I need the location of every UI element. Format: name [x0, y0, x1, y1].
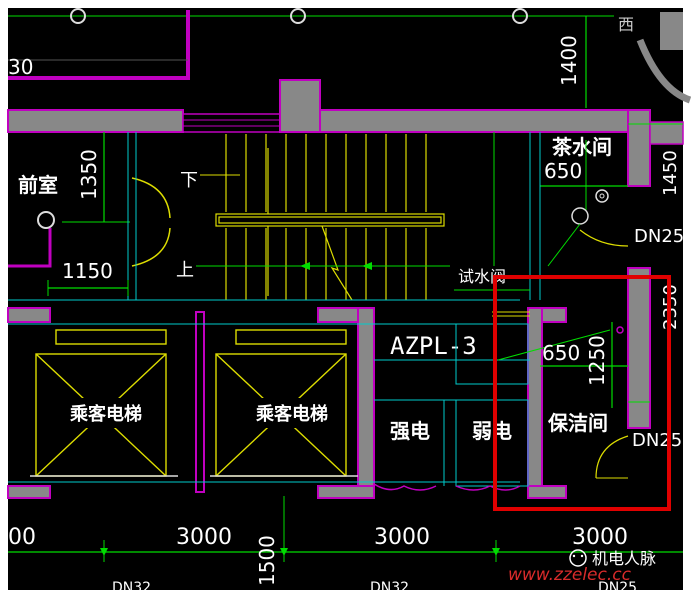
- tea-room: 茶水间 650 1450 DN25: [493, 123, 684, 300]
- room-weak-elec: 弱电: [472, 419, 512, 443]
- dim-1400: 1400: [557, 35, 581, 86]
- bottom-dimensions: 00 3000 1500 3000 3000 DN32 DN32 DN25: [8, 496, 683, 595]
- top-right-block: [660, 12, 683, 50]
- pipe-dn25-bot: DN25: [632, 430, 682, 451]
- dim-650-top: 650: [544, 159, 582, 183]
- janitor-room: 650 1250 保洁间 DN25 2350: [497, 284, 682, 479]
- dim-30: 30: [8, 55, 33, 79]
- dim-1250: 1250: [585, 335, 609, 386]
- elevator-band: [7, 299, 567, 499]
- dim-650-mid: 650: [542, 341, 580, 365]
- pipe-dn32-b: DN32: [370, 580, 409, 595]
- dim-1150: 1150: [62, 259, 113, 283]
- top-area: 30 西 1400: [8, 8, 691, 108]
- front-room: 1350 前室 1150: [8, 132, 171, 300]
- watermark: 机电人脉 www.zzelec.cc: [508, 549, 656, 585]
- stair-down-label: 下: [180, 170, 198, 191]
- main-wall: [7, 79, 684, 429]
- room-janitor: 保洁间: [547, 411, 608, 435]
- highlight-box: [493, 275, 671, 511]
- watermark-brand: 机电人脉: [592, 549, 656, 568]
- pipe-dn25-top: DN25: [634, 226, 684, 247]
- electric-rooms: AZPL-3 强电 弱电: [373, 311, 530, 491]
- room-front: 前室: [18, 173, 58, 197]
- dim-1500: 1500: [255, 535, 279, 586]
- dim-3000-b: 3000: [374, 525, 430, 550]
- axis-marker-2: [290, 8, 306, 24]
- purple-partition-top-left: [8, 10, 190, 80]
- pipe-dn25-c: DN25: [598, 580, 637, 595]
- axis-marker-left: [37, 211, 55, 229]
- wechat-icon: [569, 549, 587, 567]
- elevator-2-label: 乘客电梯: [255, 403, 328, 425]
- room-strong-elec: 强电: [390, 419, 430, 443]
- dim-3000-a: 3000: [176, 525, 232, 550]
- elevator-1-label: 乘客电梯: [69, 403, 142, 425]
- dim-3000-c: 3000: [572, 525, 628, 550]
- dim-1450: 1450: [660, 150, 681, 196]
- stair-up-label: 上: [176, 260, 194, 281]
- dim-00: 00: [8, 525, 36, 550]
- axis-marker-3: [512, 8, 528, 24]
- axis-marker-1: [70, 8, 86, 24]
- west-label: 西: [618, 15, 634, 34]
- dim-1350: 1350: [77, 149, 101, 200]
- azpl-label: AZPL-3: [390, 332, 477, 360]
- watermark-url: www.zzelec.cc: [508, 565, 632, 585]
- room-tea: 茶水间: [552, 135, 612, 159]
- pipe-dn32-a: DN32: [112, 580, 151, 595]
